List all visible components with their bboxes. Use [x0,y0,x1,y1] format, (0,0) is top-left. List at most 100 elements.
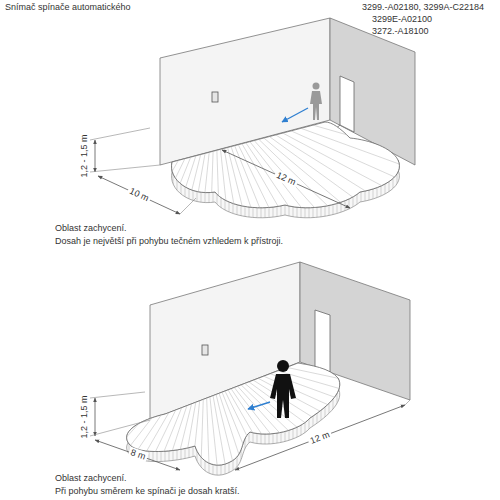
zone-ray [0,14,215,97]
zone-ray [205,350,278,500]
zone-ray [163,0,215,97]
zone-ray [132,350,205,500]
zone-ray [0,350,205,392]
caption-line: Oblast zachycení. [55,223,127,234]
zone-ray [215,0,365,97]
extension-line [90,128,150,140]
zone-ray [0,0,215,97]
zone-ray [37,350,205,500]
person-large [270,360,296,418]
zone-ray [55,350,205,500]
dimension-line [95,140,96,172]
zone-ray [205,350,298,500]
zone-ray [205,288,498,350]
zone-ray [215,0,489,97]
zone-ray [0,0,215,97]
zone-ray [0,97,215,180]
zone-ray [215,14,500,97]
zone-ray [205,350,493,433]
zone-ray [174,52,205,350]
zone-ray [93,72,205,350]
zone-ray [174,350,205,500]
zone-ray [205,350,459,500]
dimension-line [222,150,350,208]
zone-ray [205,350,355,500]
zone-ray [112,65,205,350]
zone-ray [215,97,445,290]
person-small [310,83,322,121]
zone-ray [215,0,469,97]
zone-ray [195,50,205,350]
zone-ray [153,55,205,350]
zone-ray [205,72,317,350]
motion-arrow [282,108,308,122]
zone-ray [205,350,500,351]
zone-ray [215,97,500,139]
zone-ray [0,350,205,371]
zone-ray [205,55,257,350]
zone-ray [0,350,205,453]
zone-ray [20,350,205,500]
sensor [202,345,208,355]
zone-ray [205,350,470,491]
extension-line [90,420,150,436]
zone-ray [205,350,317,500]
zone-ray [205,65,298,350]
zone-ray [0,191,205,350]
zone-ray [0,350,205,500]
zone-ray [205,209,470,350]
zone-ray [14,97,215,320]
zone-ray [205,114,390,350]
zone-ray [153,350,205,500]
zone-ray [0,350,205,500]
zone-ray [205,157,435,350]
zone-ray [205,350,487,453]
zone-ray [205,350,390,500]
zone-ray [103,0,215,97]
zone-ray [205,101,373,350]
zone-ray [0,55,215,97]
zone-ray [0,0,215,97]
zone-ray [0,76,215,97]
dimension-line [98,176,180,214]
sensor [212,92,218,102]
motion-arrow [248,402,270,409]
zone-ray [0,267,205,350]
dimension-line [235,405,405,470]
zone-ray [205,80,337,350]
zone-ray [205,191,459,350]
zone-ray [0,0,215,97]
extension-line [405,400,410,405]
zone-ray [0,350,205,500]
zone-ray [205,350,215,500]
zone-ray [205,50,215,350]
extension-line [90,165,160,172]
zone-ray [0,329,205,350]
extension-line [180,198,196,214]
zone-ray [215,35,500,97]
zone-ray [215,0,383,97]
zone-ray [205,329,500,350]
zone-ray [0,35,215,97]
zone-ray [0,97,215,118]
zone-ray [184,0,215,97]
zone-ray [215,97,469,256]
zone-ray [83,0,215,97]
dimension-label: 10 m [126,185,152,205]
zone-ray [205,52,236,350]
zone-ray [47,0,215,97]
dimension-label: 1,2 - 1,5 m [79,132,90,179]
caption-line: Oblast zachycení. [55,473,127,484]
dimension-line [95,398,96,436]
zone-ray [205,308,500,350]
zone-ray [205,350,500,371]
zone-ray [215,0,497,97]
zone-ray [205,350,498,412]
product-code: 3299.-A02180, 3299A-C22184 [362,2,484,13]
zone-ray [215,97,458,273]
zone-ray [215,97,500,98]
zone-ray [0,97,215,290]
door [315,310,330,372]
zone-ray [205,350,500,392]
zone-ray [0,350,205,491]
